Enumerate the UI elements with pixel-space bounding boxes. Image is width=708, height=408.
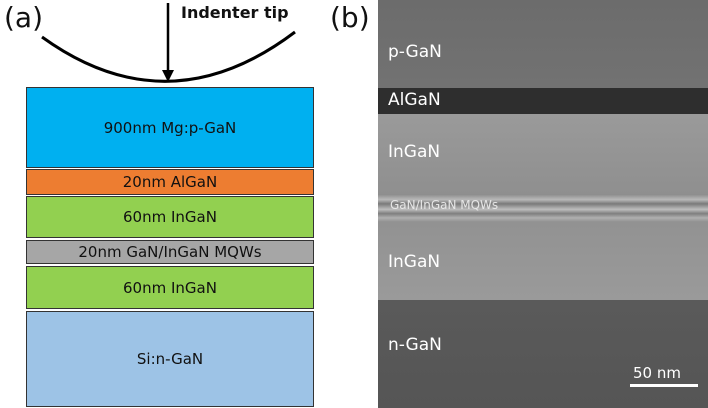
panel-a-label: (a) [4, 1, 44, 34]
indenter-arrow-head [162, 70, 174, 82]
layer-n-gan: Si:n-GaN [26, 311, 314, 407]
layer-mqws: 20nm GaN/InGaN MQWs [26, 240, 314, 264]
tem-label-mqws: GaN/InGaN MQWs [390, 198, 499, 212]
tem-band-n-gan [378, 300, 708, 408]
tem-band-ingan-lower [378, 222, 708, 300]
tem-label-p-gan: p-GaN [388, 42, 442, 62]
tem-label-algan: AlGaN [388, 90, 441, 110]
layer-p-gan: 900nm Mg:p-GaN [26, 87, 314, 168]
scale-bar-label: 50 nm [633, 364, 681, 382]
tem-label-n-gan: n-GaN [388, 335, 442, 355]
indenter-tip-label: Indenter tip [181, 3, 289, 22]
tem-band-mqw [378, 194, 708, 222]
panel-b-label: (b) [330, 1, 370, 34]
tem-band-p-gan [378, 0, 708, 88]
layer-algan: 20nm AlGaN [26, 169, 314, 195]
layer-stack: 900nm Mg:p-GaN 20nm AlGaN 60nm InGaN 20n… [26, 87, 316, 407]
tem-band-ingan-upper [378, 114, 708, 194]
scale-bar [630, 384, 698, 387]
layer-ingan-upper: 60nm InGaN [26, 196, 314, 238]
tem-band-algan [378, 88, 708, 114]
tem-label-ingan-lower: InGaN [388, 252, 441, 272]
layer-ingan-lower: 60nm InGaN [26, 266, 314, 309]
tem-micrograph: p-GaN AlGaN InGaN GaN/InGaN MQWs InGaN n… [378, 0, 708, 408]
tem-label-ingan-upper: InGaN [388, 142, 441, 162]
indenter-tip-illustration [41, 3, 296, 83]
